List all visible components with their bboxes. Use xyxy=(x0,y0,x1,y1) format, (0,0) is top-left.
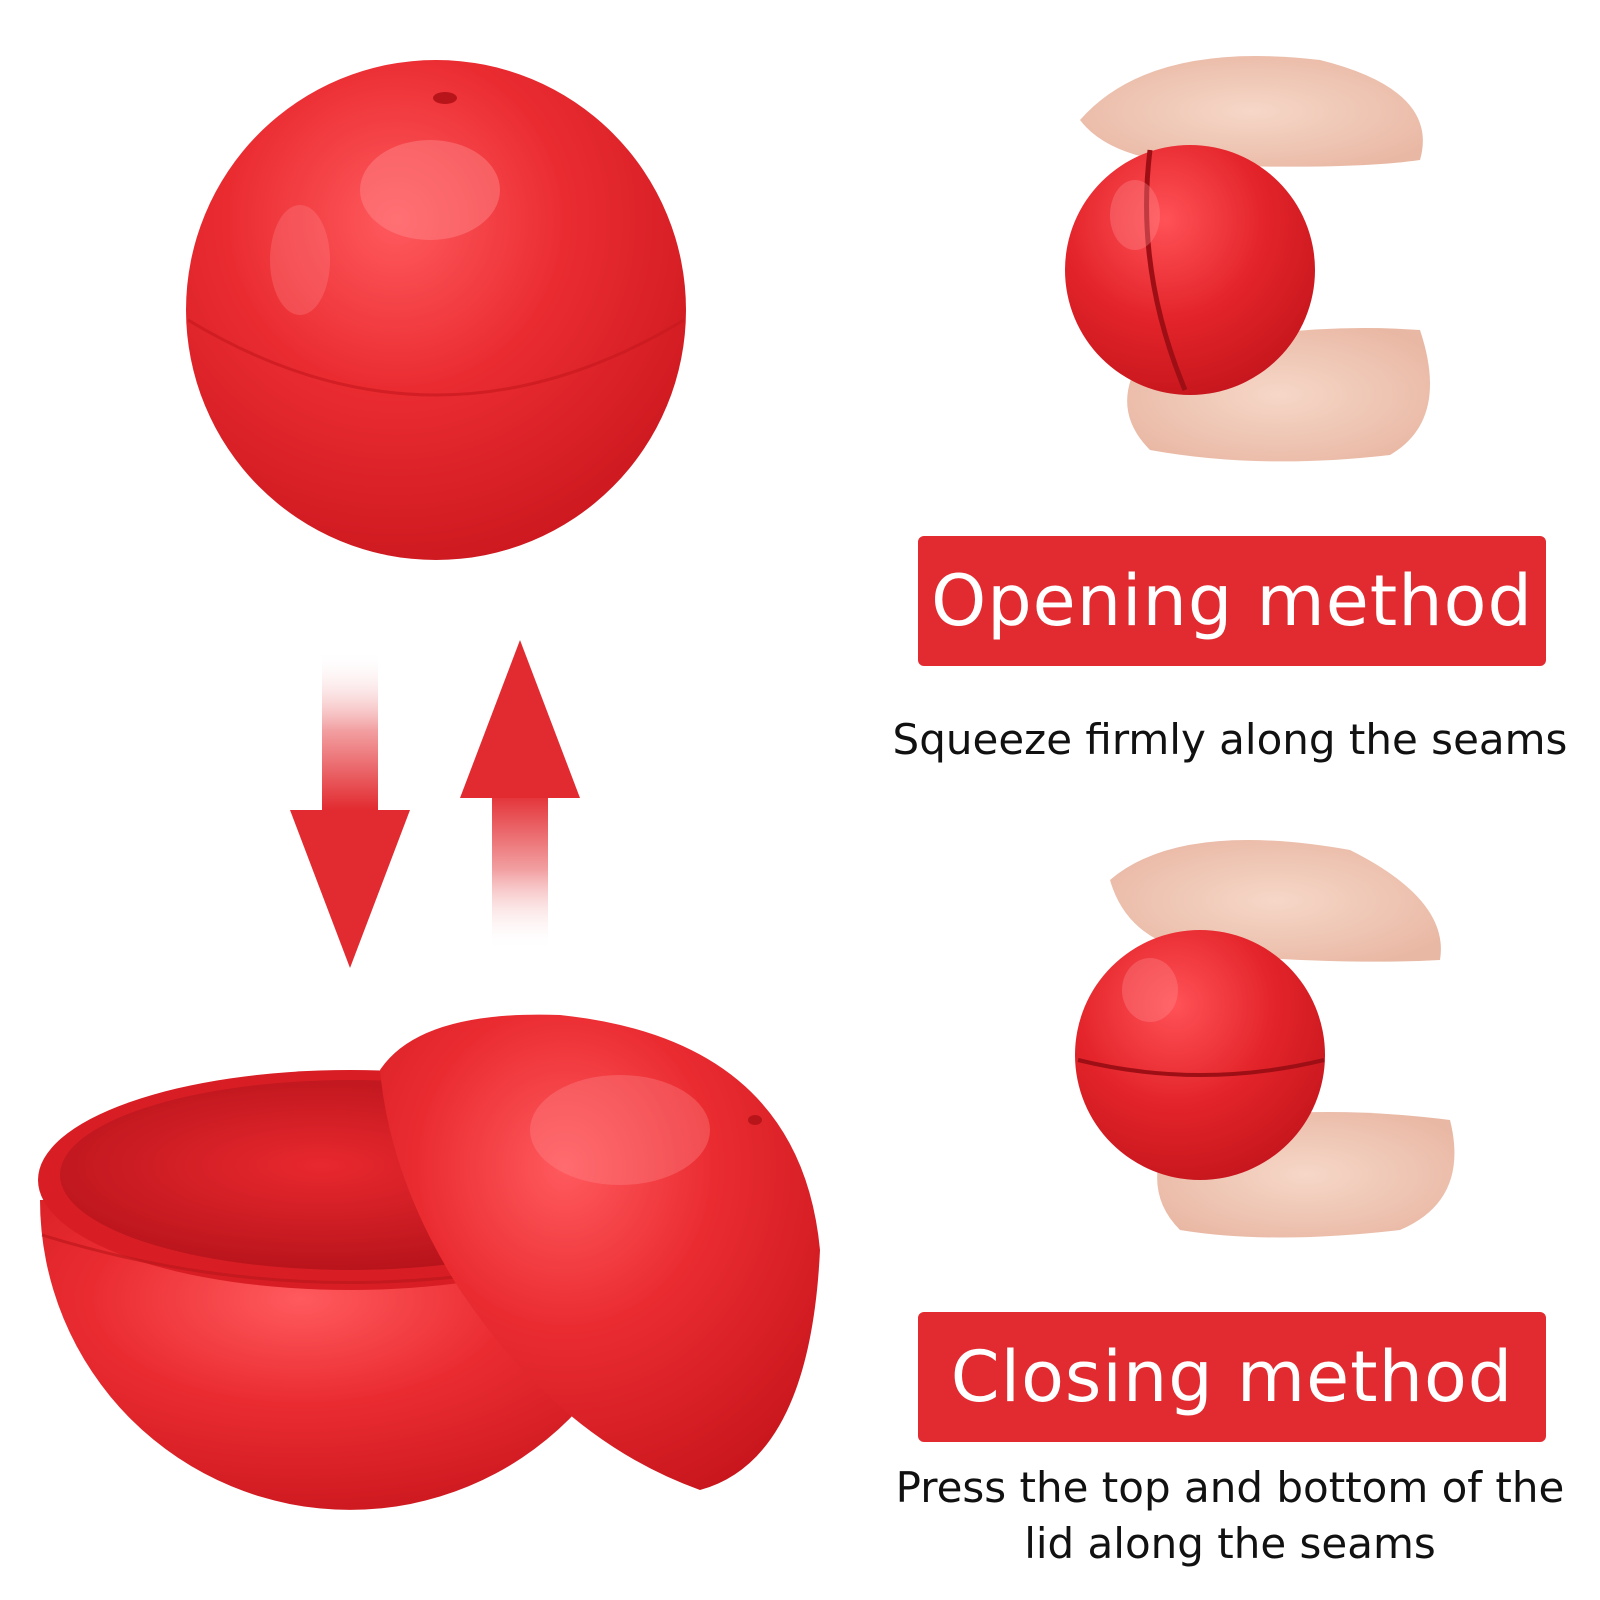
opening-method-title: Opening method xyxy=(931,560,1533,642)
opening-hand-photo xyxy=(1015,40,1445,470)
opening-caption-text: Squeeze firmly along the seams xyxy=(892,715,1568,764)
closing-caption-line2: lid along the seams xyxy=(1024,1519,1436,1568)
closed-ball xyxy=(186,60,686,560)
down-arrow-icon xyxy=(290,650,410,968)
opening-method-label: Opening method xyxy=(918,536,1546,666)
closing-method-caption: Press the top and bottom of the lid alon… xyxy=(880,1460,1580,1572)
open-ball-lid xyxy=(380,1014,820,1490)
closing-method-title: Closing method xyxy=(950,1336,1514,1418)
closing-caption-line1: Press the top and bottom of the xyxy=(895,1463,1565,1512)
opening-method-caption: Squeeze firmly along the seams xyxy=(880,712,1580,768)
closing-method-label: Closing method xyxy=(918,1312,1546,1442)
up-arrow-icon xyxy=(460,640,580,950)
closing-hand-photo xyxy=(1015,815,1455,1245)
